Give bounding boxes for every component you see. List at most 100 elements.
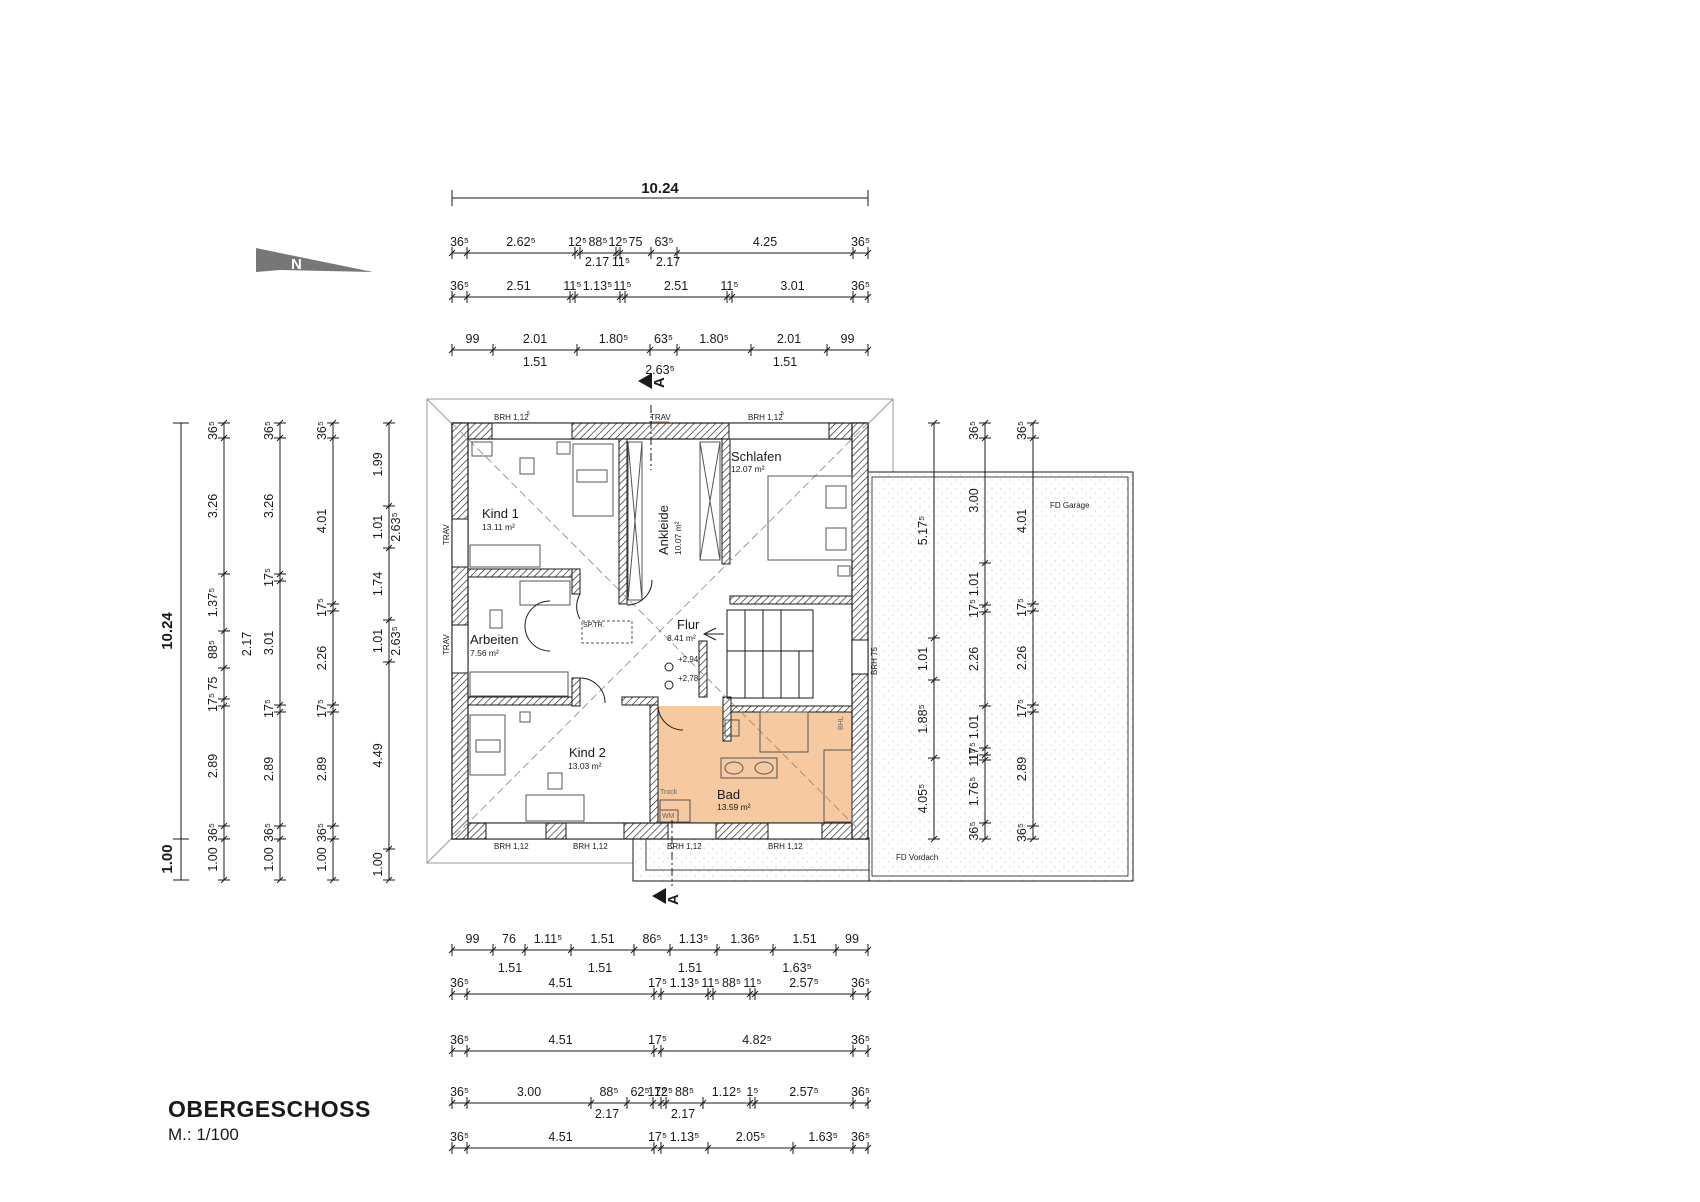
dimension-value: 17⁵ <box>648 976 667 990</box>
dimension-tick <box>571 293 579 301</box>
dimension-tick <box>864 1099 872 1107</box>
dimension-value: 2.63⁵ <box>389 512 403 542</box>
dimension-tick <box>463 249 471 257</box>
dimension-value: 1.36⁵ <box>730 932 760 946</box>
dimension-value: 1.13⁵ <box>583 279 613 293</box>
sptr-label: SP.TR. <box>583 622 605 629</box>
dimension-value: 12⁵ <box>654 1085 673 1099</box>
section-arrow-bottom <box>652 888 666 904</box>
dimension-tick <box>1029 701 1037 709</box>
dimension-value: 36⁵ <box>315 823 329 842</box>
dimension-value: 88⁵ <box>588 235 607 249</box>
dimension-value: 36⁵ <box>206 823 220 842</box>
level-marker-icon <box>664 680 674 690</box>
dimension-value: 2.01 <box>523 332 547 346</box>
section-label-bottom: A <box>665 894 682 905</box>
dimension-tick <box>220 627 228 635</box>
dimension-value: 2.26 <box>967 647 981 671</box>
dimension-value: 2.17 <box>671 1107 695 1121</box>
dimension-value: 17⁵ <box>262 699 276 718</box>
dimension-value: 36⁵ <box>851 235 870 249</box>
room-area: 7.56 m² <box>470 648 499 658</box>
dimension-value: 36⁵ <box>450 1085 469 1099</box>
dimension-tick <box>864 346 872 354</box>
dimension-value: 12⁵ <box>568 235 587 249</box>
dimension-value: 2.89 <box>1015 757 1029 781</box>
drawing-scale: M.: 1/100 <box>168 1125 239 1144</box>
dimension-tick <box>463 1144 471 1152</box>
section-line-a: A A <box>638 373 682 905</box>
dimension-value: 1.13⁵ <box>670 1130 700 1144</box>
dimension-tick <box>448 249 456 257</box>
dimension-value: 2.05⁵ <box>736 1130 766 1144</box>
dimension-value: 1.13⁵ <box>679 932 709 946</box>
dimension-tick <box>981 601 989 609</box>
dimension-value: 1.00 <box>262 847 276 871</box>
dimension-tick <box>713 946 721 954</box>
dimension-tick <box>385 616 393 624</box>
trav-label: TRAV <box>442 524 451 545</box>
level-label: +2,78 <box>678 674 699 683</box>
dimension-value: 2.26 <box>1015 646 1029 670</box>
dimension-tick <box>746 990 754 998</box>
dimension-value: 1.88⁵ <box>916 704 930 734</box>
dimension-tick <box>448 1047 456 1055</box>
dimension-tick <box>699 1099 707 1107</box>
dimension-tick <box>1029 822 1037 830</box>
dimension-tick <box>769 946 777 954</box>
dimension-value: 88⁵ <box>599 1085 618 1099</box>
dimension-value: 2.89 <box>262 757 276 781</box>
dimension-tick <box>329 434 337 442</box>
dimension-value: 2.57⁵ <box>789 976 819 990</box>
dimension-value: 5.17⁵ <box>916 516 930 546</box>
dimension-tick <box>650 1144 658 1152</box>
dimension-value: 17⁵ <box>206 693 220 712</box>
dimension-value: 1.13⁵ <box>670 976 700 990</box>
section-label-top: A <box>651 377 668 388</box>
dimension-tick <box>463 293 471 301</box>
dimension-value: 36⁵ <box>967 821 981 840</box>
overall-width: 10.24 <box>641 180 679 197</box>
dimension-value: 2.57⁵ <box>789 1085 819 1099</box>
room-area: 12.07 m² <box>731 464 765 474</box>
dimension-tick <box>448 1144 456 1152</box>
dimension-value: 2.01 <box>777 332 801 346</box>
room-name: Arbeiten <box>470 632 518 647</box>
dimension-tick <box>666 946 674 954</box>
dimension-tick <box>329 876 337 884</box>
dimension-tick <box>385 502 393 510</box>
dimension-value: 3.26 <box>206 494 220 518</box>
dimension-value: 1.01 <box>371 515 385 539</box>
dimension-tick <box>849 990 857 998</box>
dimension-tick <box>463 990 471 998</box>
dimension-tick <box>662 1099 670 1107</box>
dimension-tick <box>930 676 938 684</box>
dimension-value: 36⁵ <box>851 1130 870 1144</box>
dimension-tick <box>1029 835 1037 843</box>
dimension-value: 1.80⁵ <box>699 332 729 346</box>
dimension-value: 1.01 <box>967 572 981 596</box>
dimension-tick <box>930 835 938 843</box>
dimension-tick <box>571 249 579 257</box>
room-area: 10.07 m² <box>673 521 683 555</box>
dimension-tick <box>981 419 989 427</box>
dimension-value: 3.01 <box>262 631 276 655</box>
dimension-value: 1.37⁵ <box>206 588 220 618</box>
dimension-tick <box>612 249 620 257</box>
dimension-value: 1.51 <box>678 961 702 975</box>
dimension-value: 1.51 <box>792 932 816 946</box>
dimension-tick <box>573 346 581 354</box>
dimension-value: 36⁵ <box>206 421 220 440</box>
dimension-value: 4.01 <box>315 509 329 533</box>
dimension-value: 1.51 <box>590 932 614 946</box>
dimension-value: 1.63⁵ <box>782 961 812 975</box>
dimension-value: 4.82⁵ <box>742 1033 772 1047</box>
room-area: 8.41 m² <box>667 633 696 643</box>
brh-sup: 5 <box>527 411 530 417</box>
dimension-tick <box>329 708 337 716</box>
dimension-value: 3.26 <box>262 494 276 518</box>
dimension-value: 17⁵ <box>1015 699 1029 718</box>
dimension-tick <box>751 1099 759 1107</box>
dimension-tick <box>329 701 337 709</box>
